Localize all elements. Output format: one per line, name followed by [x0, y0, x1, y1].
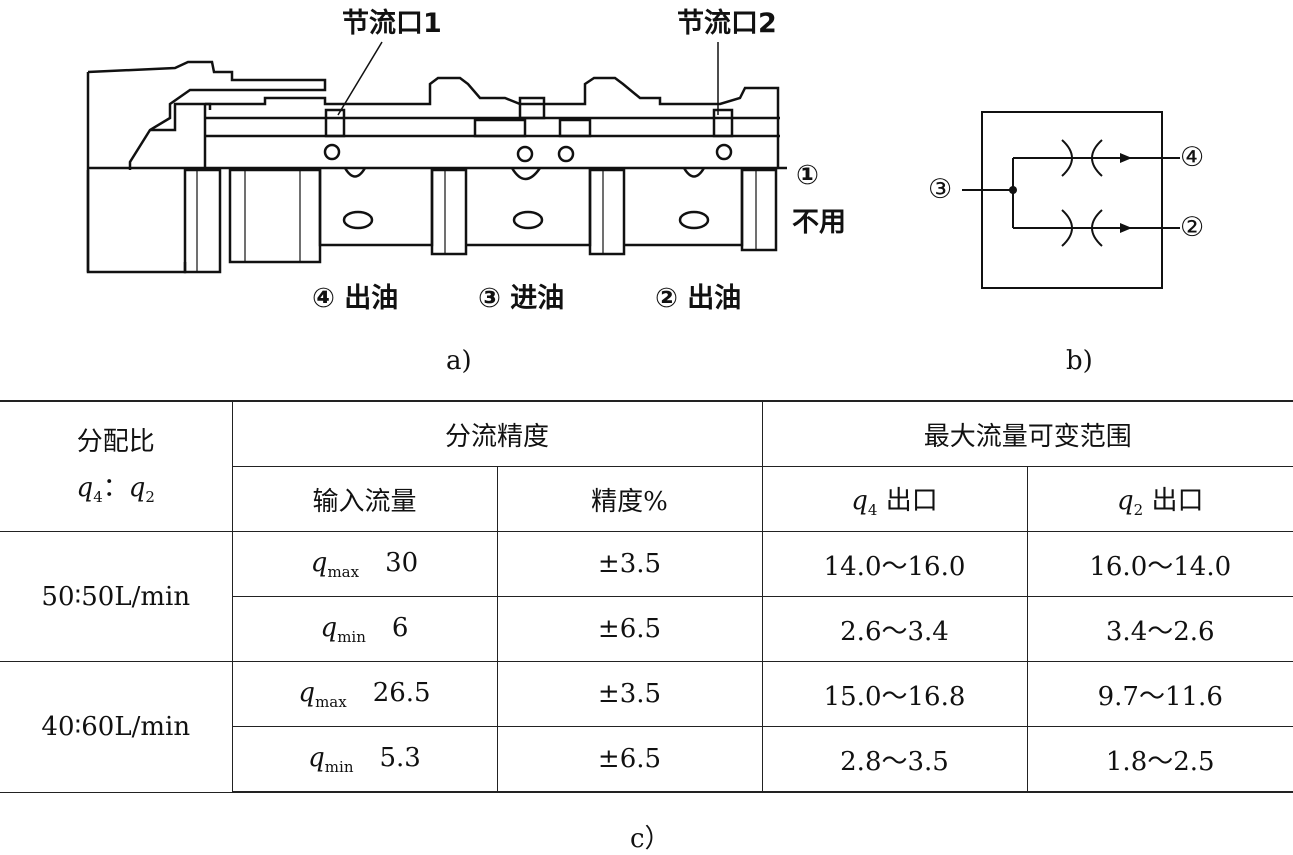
header-ratio: 分配比 q4：q2 — [0, 400, 233, 532]
arrow-lower — [1120, 223, 1132, 233]
spool-outline — [205, 76, 780, 168]
ratio-cell: 50∶50L/min — [0, 531, 233, 662]
q2-range-cell: 1.8～2.5 — [1026, 726, 1293, 793]
arrow-upper — [1120, 153, 1132, 163]
q4-range-cell: 14.0～16.0 — [761, 531, 1028, 597]
symbol-port-4: ④ — [1180, 142, 1205, 173]
label-port-4-out: ④ 出油 — [312, 283, 399, 314]
header-input-flow: 输入流量 — [231, 466, 498, 532]
q2-range-cell: 3.4～2.6 — [1026, 596, 1293, 662]
q4-range-cell: 15.0～16.8 — [761, 661, 1028, 727]
label-unused: 不用 — [792, 207, 846, 238]
label-port-2-out: ② 出油 — [655, 283, 742, 314]
label-throttle-1: 节流口1 — [342, 8, 442, 39]
label-port-1: ① — [796, 160, 819, 191]
header-ratio-formula: q4：q2 — [76, 472, 155, 506]
symbol-box — [981, 111, 1163, 289]
symbol-port-3: ③ — [928, 174, 953, 205]
label-throttle-2: 节流口2 — [677, 8, 777, 39]
caption-b: b) — [1066, 346, 1093, 376]
throttle-symbol-upper — [1061, 139, 1103, 177]
throttle-pin-2 — [712, 108, 734, 138]
caption-a: a) — [446, 346, 472, 376]
header-ratio-label: 分配比 — [76, 426, 155, 457]
precision-cell: ±6.5 — [496, 596, 763, 662]
header-range: 最大流量可变范围 — [761, 400, 1293, 467]
leader-throttle-1 — [337, 41, 383, 116]
caption-c: c） — [630, 824, 671, 854]
throttle-pin-1 — [324, 108, 346, 138]
header-out2: q2 出口 — [1026, 466, 1293, 532]
ratio-cell: 40∶60L/min — [0, 661, 233, 793]
label-port-3-in: ③ 进油 — [478, 283, 565, 314]
throttle-symbol-lower — [1061, 209, 1103, 247]
header-out4: q4 出口 — [761, 466, 1028, 532]
q2-range-cell: 16.0～14.0 — [1026, 531, 1293, 597]
flow-divider-spec-table: 分配比 q4：q2 分流精度 最大流量可变范围 输入流量 精度% q4 出口 q… — [0, 400, 1293, 793]
precision-cell: ±3.5 — [496, 531, 763, 597]
q4-range-cell: 2.8～3.5 — [761, 726, 1028, 793]
header-accuracy: 分流精度 — [231, 400, 763, 467]
valve-hex-body — [87, 60, 327, 170]
precision-cell: ±3.5 — [496, 661, 763, 727]
symbol-port-2: ② — [1180, 212, 1205, 243]
valve-section-drawing — [86, 41, 787, 274]
divider-symbol-diagram — [962, 111, 1180, 289]
q2-range-cell: 9.7～11.6 — [1026, 661, 1293, 727]
q4-range-cell: 2.6～3.4 — [761, 596, 1028, 662]
header-precision: 精度% — [496, 466, 763, 532]
precision-cell: ±6.5 — [496, 726, 763, 793]
